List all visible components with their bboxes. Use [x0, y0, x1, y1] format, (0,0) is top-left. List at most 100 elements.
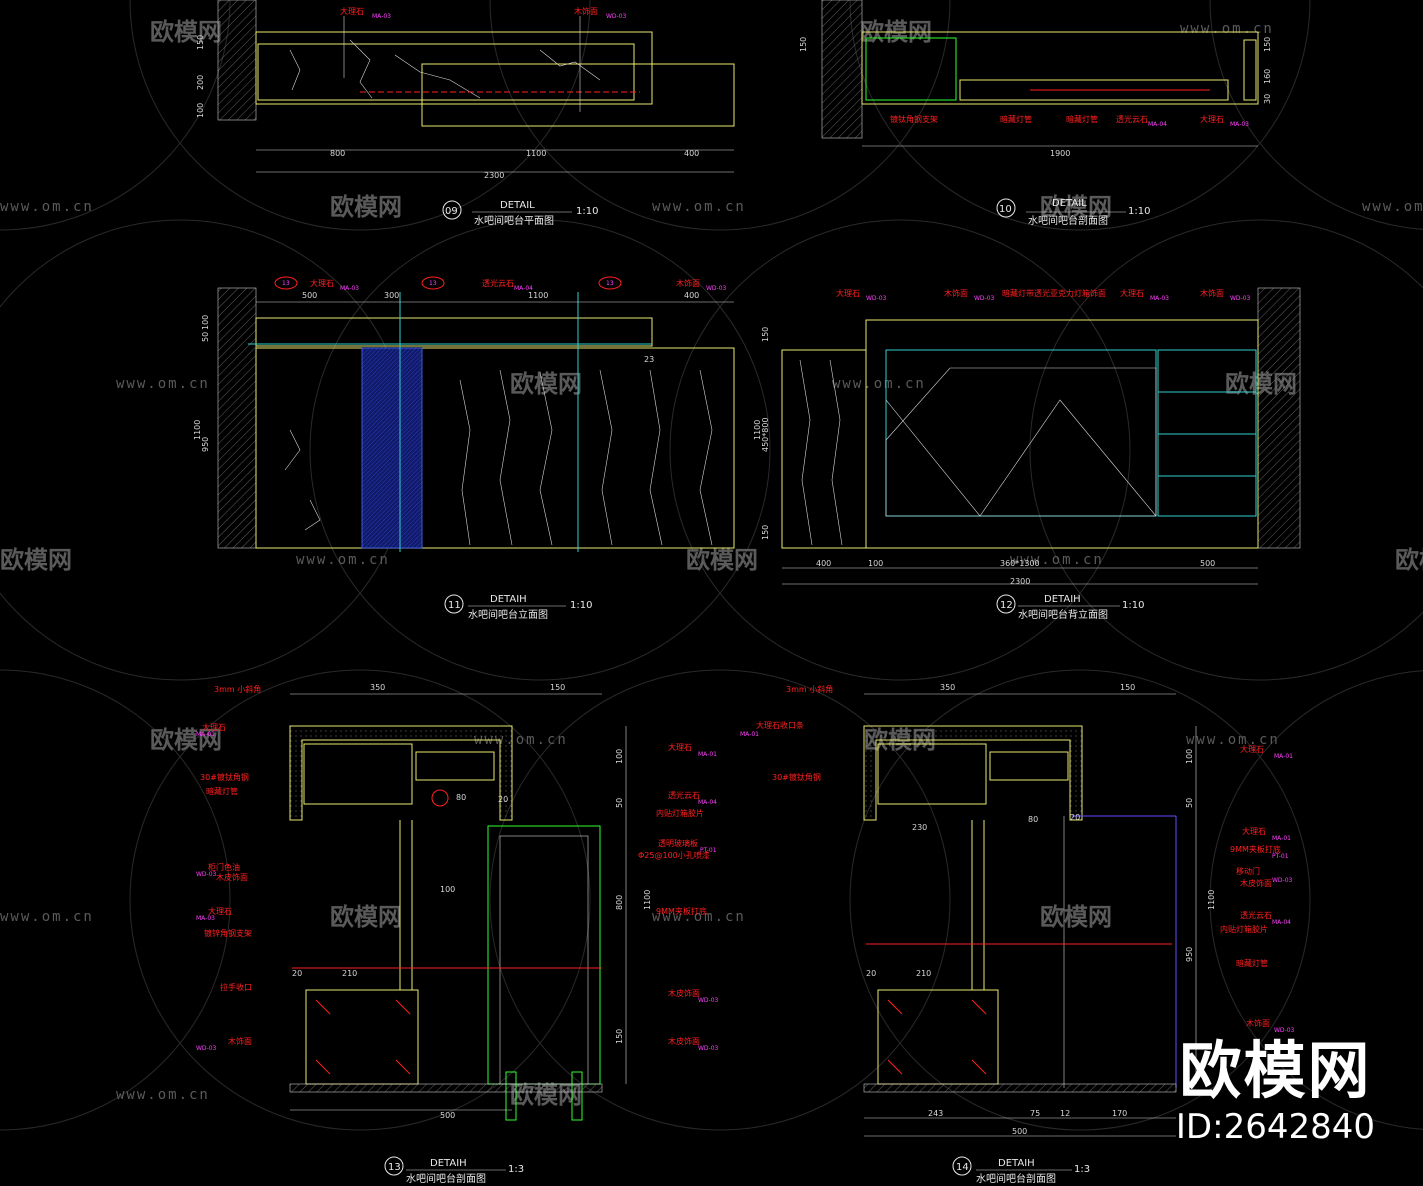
note-text: 木皮饰面: [668, 988, 700, 998]
watermark-brand: 欧模网: [330, 193, 402, 221]
note-tag: WD-03: [1230, 295, 1251, 302]
marble-top-section: [289, 725, 513, 821]
dim-label: 1100: [528, 291, 548, 300]
watermark-brand: 欧模网: [686, 546, 758, 574]
watermark-url: www.om.cn: [116, 1087, 210, 1103]
dim-label: 100: [196, 103, 205, 118]
dim-label: 1100: [193, 420, 202, 440]
note-tag: WD-03: [866, 295, 887, 302]
dim-label: 50: [615, 798, 624, 808]
dim-label: 150: [550, 683, 565, 692]
dim-label: 450*800: [761, 417, 770, 452]
dim-label: 150: [1120, 683, 1135, 692]
note-text: 木饰面: [228, 1036, 252, 1046]
note-text: 大理石: [1240, 744, 1264, 754]
note-tag: WD-03: [196, 1045, 217, 1052]
detail-header: DETAIL: [500, 200, 535, 211]
floor-hatch: [863, 1083, 1177, 1093]
dim-label: 500: [302, 291, 317, 300]
note-tag: MA-01: [1274, 753, 1293, 760]
dim-label: 950: [201, 437, 210, 452]
title-block-10: 10 DETAIL 水吧间吧台剖面图 1:10: [996, 198, 1150, 227]
marble-vein: [304, 499, 321, 531]
detail-number-circle: [996, 594, 1016, 614]
detail-number: 12: [1000, 600, 1013, 611]
wood-grain: [539, 371, 553, 546]
watermark-url: www.om.cn: [296, 552, 390, 568]
brand-overlay: 欧模网 ID:2642840: [1176, 1040, 1375, 1145]
note-text: 木饰面: [574, 6, 598, 16]
note-tag: WD-03: [706, 285, 727, 292]
cross-mark: [971, 999, 987, 1015]
detail-10: 1900 150 150 160 30 镀钛角钢支架 暗藏灯管 暗藏灯管 透光云…: [799, 0, 1272, 158]
detail-scale: 1:3: [1074, 1164, 1090, 1175]
glass-inner: [499, 835, 589, 1085]
note-tag: MA-03: [1230, 121, 1249, 128]
note-text: Φ25@100小孔喷漆: [638, 850, 710, 860]
wood-grain: [829, 359, 843, 546]
detail-13: 350 150 500 100 50 800 1100 150 80 20 10…: [196, 683, 719, 1121]
light-box-frame: [885, 349, 1157, 517]
wood-grain: [799, 359, 813, 546]
note-text: 镀锌角钢支架: [204, 928, 252, 938]
note-text: 木皮饰面: [668, 1036, 700, 1046]
dim-label: 1100: [753, 420, 762, 440]
dim-label: 2300: [484, 171, 504, 180]
section-bubble: [421, 276, 445, 290]
detail-number-circle: [996, 198, 1016, 218]
light-fixture: [431, 789, 449, 807]
detail-number: 09: [445, 206, 458, 217]
note-tag: MA-04: [1148, 121, 1167, 128]
note-text: 大理石: [1242, 826, 1266, 836]
inner-dim: 100: [440, 885, 455, 894]
note-tag: WD-03: [698, 1045, 719, 1052]
note-tag: MA-03: [196, 915, 215, 922]
dim-label: 360*1300: [1000, 559, 1040, 568]
inner-dim: 210: [342, 969, 357, 978]
inner-dim: 230: [912, 823, 927, 832]
leveling-foot: [505, 1071, 517, 1121]
note-tag: WD-03: [1272, 877, 1293, 884]
watermark-url: www.om.cn: [1010, 552, 1104, 568]
dim-label: 1100: [643, 890, 652, 910]
note-text: 透光云石: [668, 790, 700, 800]
dim-label: 150: [761, 525, 770, 540]
edge-strip: [1243, 39, 1257, 101]
dim-label: 12: [1060, 1109, 1070, 1118]
dim-label: 243: [928, 1109, 943, 1118]
watermark-brand: 欧模网: [510, 370, 582, 398]
note-text: 透明玻璃板: [658, 838, 698, 848]
dim-label: 75: [1030, 1109, 1040, 1118]
cross-mark: [971, 1059, 987, 1075]
note-text: 大理石: [310, 278, 334, 288]
counter-top: [255, 317, 653, 347]
cross-mark: [887, 1059, 903, 1075]
note-text: 暗藏灯管: [1000, 114, 1032, 124]
marble-vein: [539, 49, 601, 81]
note-text: 大理石: [1200, 114, 1224, 124]
marble-top-section: [863, 725, 1083, 821]
panel-diagonal: [885, 367, 1157, 517]
note-tag: MA-03: [1150, 295, 1169, 302]
note-text: 大理石: [202, 722, 226, 732]
dim-label: 50: [201, 332, 210, 342]
note-text: 拉手收口: [220, 982, 252, 992]
note-text: 9MM夹板打底: [656, 906, 707, 916]
note-text: 柜门色油: [208, 862, 240, 872]
note-tag: PT-01: [1272, 853, 1289, 860]
detail-number: 14: [956, 1162, 969, 1173]
dim-label: 1100: [526, 149, 546, 158]
watermark-url: www.om.cn: [652, 199, 746, 215]
detail-12: 400 100 360*1300 500 2300 150 1100 450*8…: [753, 287, 1301, 586]
light-channel: [415, 751, 495, 781]
dim-label: 100: [868, 559, 883, 568]
note-tag: MA-03: [372, 13, 391, 20]
dim-label: 160: [1263, 69, 1272, 84]
note-text: 木饰面: [944, 288, 968, 298]
dim-label: 150: [196, 35, 205, 50]
detail-header: DETAIH: [490, 594, 527, 605]
section-ref: 13: [282, 280, 290, 287]
watermark-brand: 欧模网: [1040, 903, 1112, 931]
note-tag: MA-01: [698, 751, 717, 758]
cross-mark: [315, 1059, 331, 1075]
